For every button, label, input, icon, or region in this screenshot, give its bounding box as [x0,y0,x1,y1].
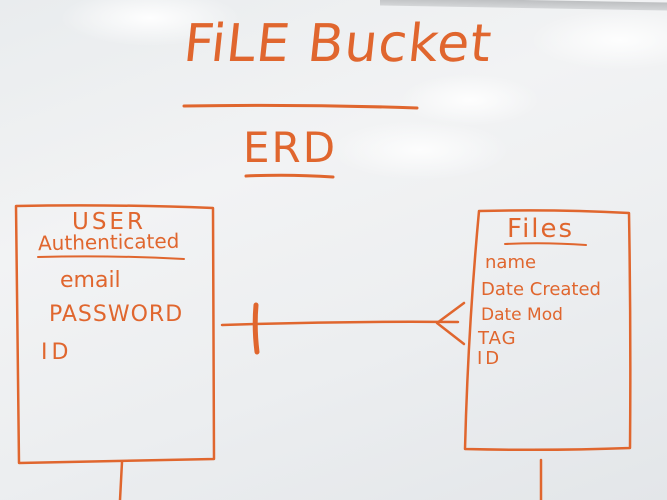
entity-user-title-line2: Authenticated [37,228,180,256]
entity-user-attribute-email: email [60,268,121,293]
entity-box-files [463,209,632,452]
subtitle-underline [244,173,335,179]
entity-files-attribute-date-mod: Date Mod [481,305,563,325]
entity-user-attribute-password: PASSWORD [49,302,184,327]
entity-user-title-line1: USER [72,209,146,235]
entity-files-attribute-name: name [485,252,537,273]
relationship-line [220,320,460,327]
diagram-subtitle: ERD [243,123,338,172]
entity-user-attribute-id: ID [41,340,73,365]
relationship-crowsfoot [435,301,466,346]
entity-title-underline-files [504,242,587,246]
diagram-title: FiLE Bucket [180,14,495,74]
title-underline [182,103,419,110]
entity-box-user [14,204,216,465]
entity-files-attribute-id: ID [477,348,503,369]
entity-files-title: Files [507,214,575,244]
bottom-continuation-left [118,460,124,500]
entity-files-attribute-date-created: Date Created [481,279,601,300]
entity-title-underline-user [37,255,185,260]
relationship-one-bar [252,302,260,355]
entity-files-attribute-tag: TAG [478,328,517,349]
